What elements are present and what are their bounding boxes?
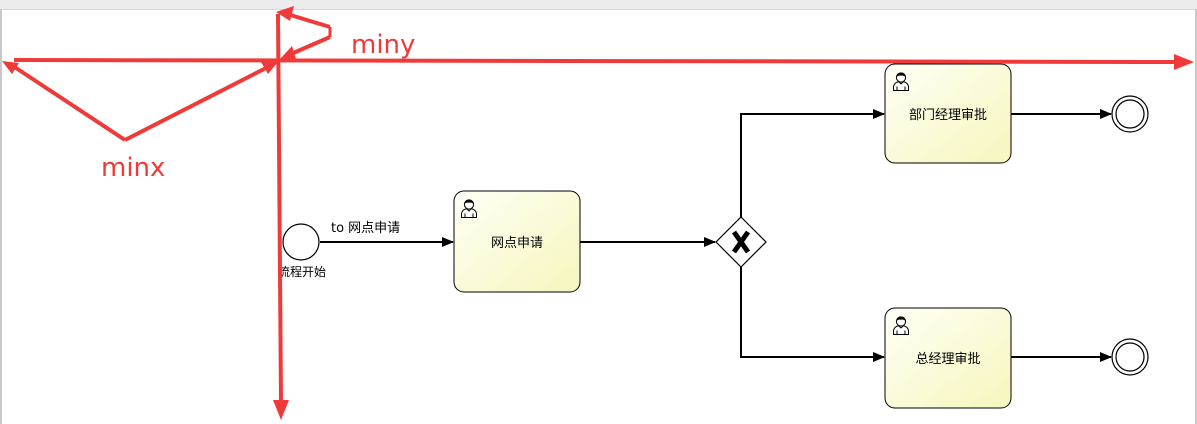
annotation-vertical-axis bbox=[276, 13, 283, 403]
task-apply-label: 网点申请 bbox=[491, 236, 543, 251]
annotation-miny-label: miny bbox=[351, 30, 415, 60]
end-event-gm[interactable] bbox=[1111, 338, 1149, 376]
task-dept-manager[interactable]: 部门经理审批 bbox=[884, 63, 1012, 164]
canvas-right-border bbox=[1195, 9, 1197, 424]
flow-gateway-to-gm[interactable] bbox=[740, 267, 885, 362]
annotation-miny-arrow-2 bbox=[290, 35, 331, 56]
end-event-dept[interactable] bbox=[1111, 95, 1149, 133]
task-gm-label: 总经理审批 bbox=[915, 352, 980, 367]
canvas-left-border bbox=[0, 9, 2, 424]
task-general-manager[interactable]: 总经理审批 bbox=[884, 307, 1012, 409]
canvas-top-border bbox=[0, 0, 1197, 10]
task-dept-label: 部门经理审批 bbox=[909, 108, 987, 123]
exclusive-gateway[interactable] bbox=[715, 216, 767, 268]
red-annotations bbox=[2, 6, 1194, 420]
annotation-minx-label: minx bbox=[101, 153, 165, 183]
task-apply[interactable]: 网点申请 bbox=[453, 190, 581, 293]
flow-gateway-to-dept[interactable] bbox=[740, 109, 885, 217]
sequence-flows bbox=[320, 109, 1112, 362]
start-event[interactable] bbox=[282, 223, 320, 261]
start-event-label: 流程开始 bbox=[278, 264, 326, 279]
flow-start-label: to 网点申请 bbox=[331, 221, 400, 236]
annotation-arrowhead-right bbox=[1174, 54, 1194, 70]
annotation-miny-arrow-1 bbox=[286, 12, 331, 29]
annotation-arrowhead-down bbox=[273, 400, 289, 420]
annotation-horizontal-axis bbox=[13, 58, 1177, 64]
exclusive-gateway-x-icon bbox=[731, 230, 751, 254]
